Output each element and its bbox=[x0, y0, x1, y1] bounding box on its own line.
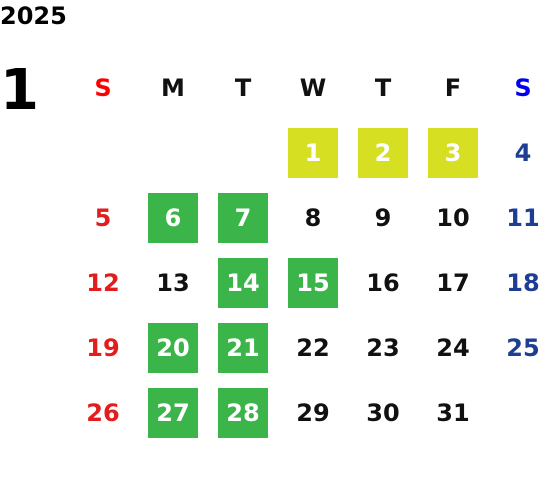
weekday-label: T bbox=[234, 73, 252, 102]
weekday-label: S bbox=[94, 73, 112, 102]
day-cell: 15 bbox=[278, 250, 348, 315]
day-cell: 1 bbox=[278, 120, 348, 185]
day-number: 1 bbox=[288, 127, 338, 178]
day-cell bbox=[138, 120, 208, 185]
day-number: 21 bbox=[218, 322, 268, 373]
week-row: 26 27 28 29 30 31 bbox=[68, 380, 548, 445]
weekday-label: S bbox=[514, 73, 532, 102]
day-cell: 24 bbox=[418, 315, 488, 380]
day-cell: 26 bbox=[68, 380, 138, 445]
day-cell: 9 bbox=[348, 185, 418, 250]
day-cell: 28 bbox=[208, 380, 278, 445]
day-cell: 14 bbox=[208, 250, 278, 315]
day-number: 12 bbox=[86, 268, 120, 297]
day-number: 9 bbox=[374, 203, 392, 232]
day-cell bbox=[208, 120, 278, 185]
day-cell: 21 bbox=[208, 315, 278, 380]
weekday-label: T bbox=[374, 73, 392, 102]
weekday-cell: W bbox=[278, 55, 348, 120]
day-number: 3 bbox=[428, 127, 478, 178]
day-number: 18 bbox=[506, 268, 540, 297]
day-number: 11 bbox=[506, 203, 540, 232]
day-cell: 10 bbox=[418, 185, 488, 250]
day-cell: 3 bbox=[418, 120, 488, 185]
day-cell: 4 bbox=[488, 120, 548, 185]
day-number: 2 bbox=[358, 127, 408, 178]
day-number: 28 bbox=[218, 387, 268, 438]
weekday-label: W bbox=[299, 73, 327, 102]
day-number: 15 bbox=[288, 257, 338, 308]
day-number: 20 bbox=[148, 322, 198, 373]
weekday-label: M bbox=[161, 73, 185, 102]
day-number: 27 bbox=[148, 387, 198, 438]
weekday-cell: M bbox=[138, 55, 208, 120]
day-cell bbox=[68, 120, 138, 185]
weekday-cell: S bbox=[68, 55, 138, 120]
day-cell: 31 bbox=[418, 380, 488, 445]
weekday-cell: T bbox=[348, 55, 418, 120]
day-cell: 12 bbox=[68, 250, 138, 315]
day-number: 19 bbox=[86, 333, 120, 362]
day-number: 29 bbox=[296, 398, 330, 427]
day-cell: 11 bbox=[488, 185, 548, 250]
day-number: 26 bbox=[86, 398, 120, 427]
weekday-label: F bbox=[444, 73, 462, 102]
day-cell: 5 bbox=[68, 185, 138, 250]
weekday-cell: T bbox=[208, 55, 278, 120]
day-cell: 8 bbox=[278, 185, 348, 250]
day-number: 7 bbox=[218, 192, 268, 243]
weekday-cell: S bbox=[488, 55, 548, 120]
weekday-cell: F bbox=[418, 55, 488, 120]
year-label: 2025 bbox=[0, 2, 67, 30]
day-cell: 25 bbox=[488, 315, 548, 380]
day-number: 16 bbox=[366, 268, 400, 297]
day-number: 10 bbox=[436, 203, 470, 232]
day-number: 25 bbox=[506, 333, 540, 362]
day-cell: 18 bbox=[488, 250, 548, 315]
day-cell: 22 bbox=[278, 315, 348, 380]
day-cell: 27 bbox=[138, 380, 208, 445]
week-row: 12 13 14 15 16 17 18 bbox=[68, 250, 548, 315]
day-number: 14 bbox=[218, 257, 268, 308]
week-row: 19 20 21 22 23 24 25 bbox=[68, 315, 548, 380]
month-label: 1 bbox=[0, 58, 39, 123]
day-number: 30 bbox=[366, 398, 400, 427]
day-number: 5 bbox=[94, 203, 112, 232]
day-cell: 29 bbox=[278, 380, 348, 445]
day-cell: 23 bbox=[348, 315, 418, 380]
day-number: 23 bbox=[366, 333, 400, 362]
day-number: 8 bbox=[304, 203, 322, 232]
day-cell: 17 bbox=[418, 250, 488, 315]
day-cell: 30 bbox=[348, 380, 418, 445]
weekday-header-row: S M T W T F S bbox=[68, 55, 548, 120]
day-number: 22 bbox=[296, 333, 330, 362]
day-number: 17 bbox=[436, 268, 470, 297]
day-number: 13 bbox=[156, 268, 190, 297]
day-cell: 16 bbox=[348, 250, 418, 315]
day-cell: 6 bbox=[138, 185, 208, 250]
day-cell: 2 bbox=[348, 120, 418, 185]
day-cell: 19 bbox=[68, 315, 138, 380]
day-number: 31 bbox=[436, 398, 470, 427]
day-cell: 20 bbox=[138, 315, 208, 380]
day-number: 4 bbox=[514, 138, 532, 167]
day-cell: 13 bbox=[138, 250, 208, 315]
day-number: 6 bbox=[148, 192, 198, 243]
day-number: 24 bbox=[436, 333, 470, 362]
day-cell bbox=[488, 380, 548, 445]
day-cell: 7 bbox=[208, 185, 278, 250]
